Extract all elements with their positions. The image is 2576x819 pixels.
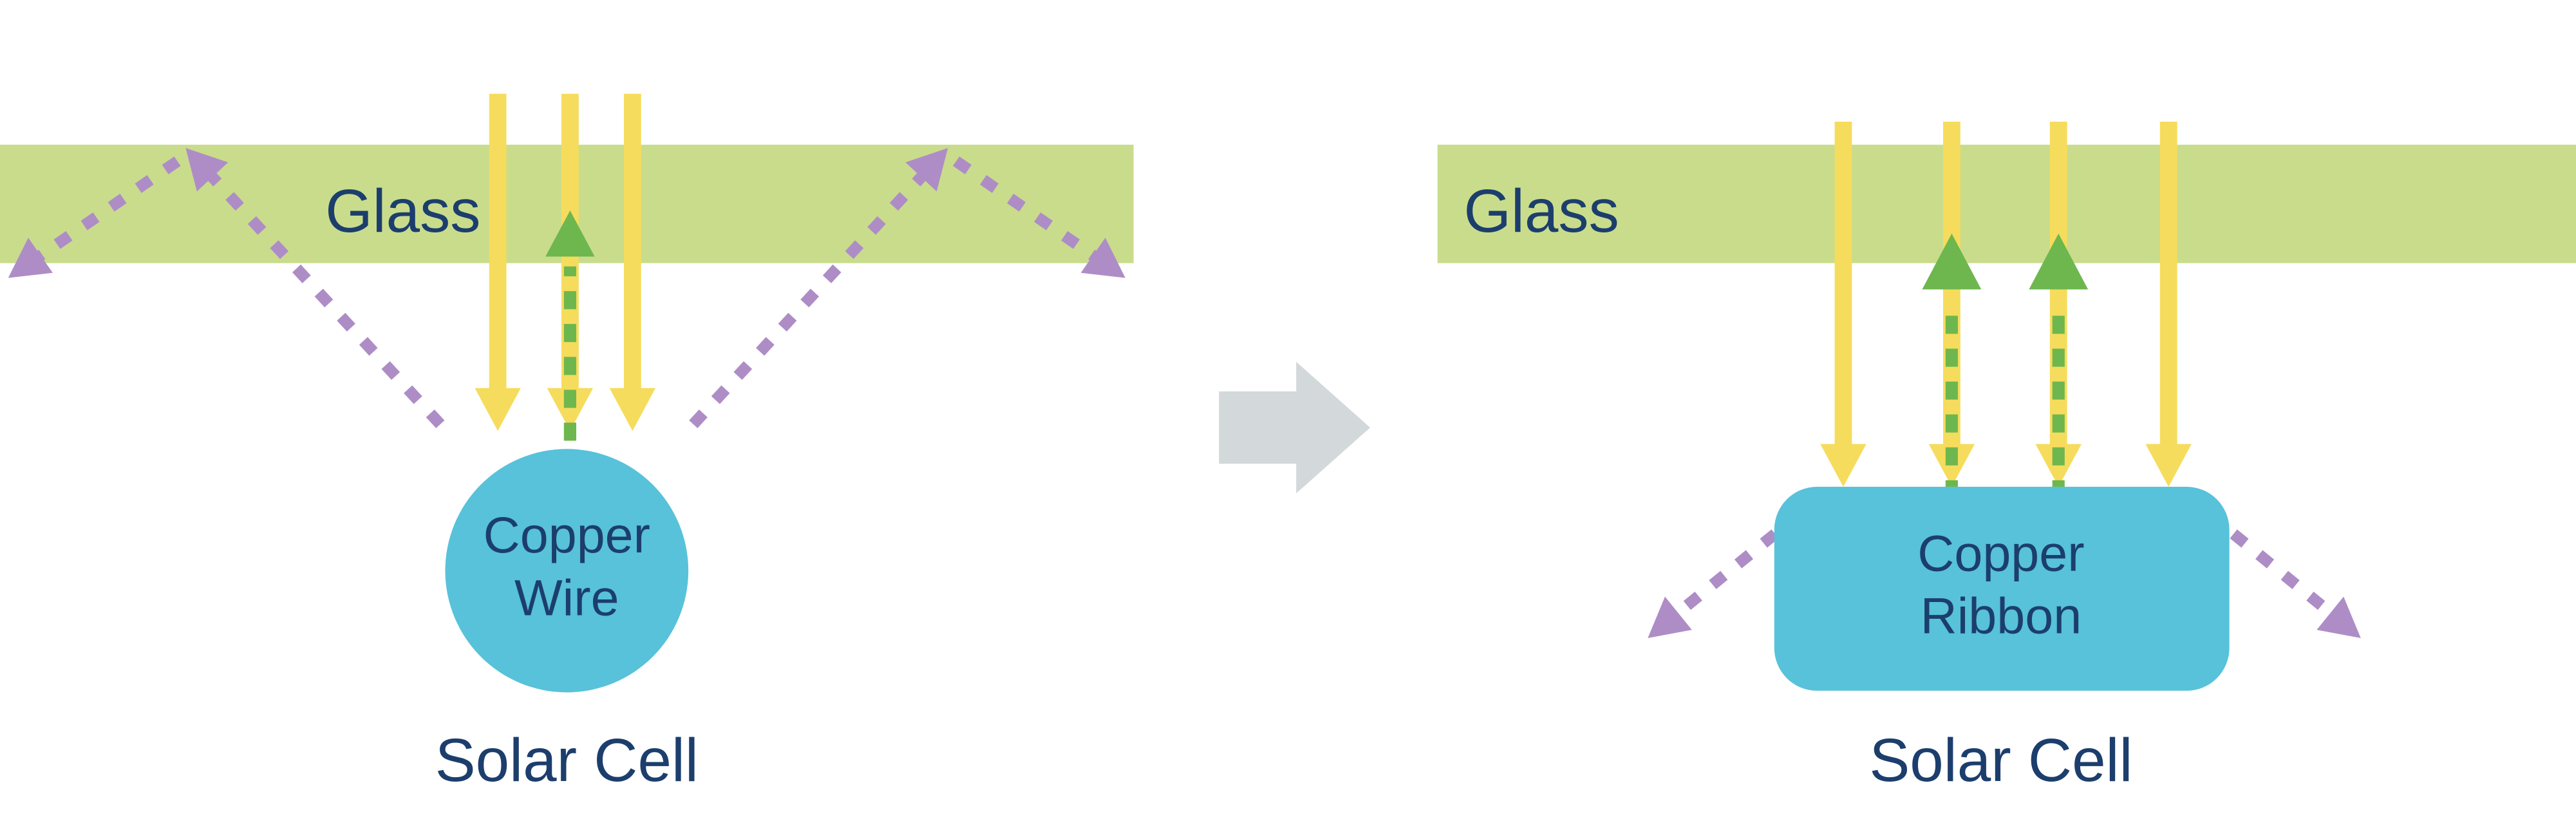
copper-ribbon-label-line2: Ribbon (1921, 587, 2082, 644)
arrow-shaft (199, 164, 445, 429)
copper-wire-label-line2: Wire (514, 569, 619, 626)
copper-wire-shape (445, 449, 689, 693)
scattered-light-path (689, 147, 948, 429)
solar-cell-label: Solar Cell (1869, 726, 2132, 795)
arrow-shaft (689, 164, 934, 429)
arrow-shaft (1665, 508, 1805, 625)
incident-light-arrow (609, 93, 656, 431)
copper-ribbon-shape (1774, 487, 2230, 691)
right-diagram-copper-ribbon: Glass (1437, 122, 2576, 795)
arrow-head (1080, 238, 1125, 278)
scattered-light-path (952, 156, 1125, 278)
reflected-light-arrow (545, 210, 595, 441)
arrow-head (475, 388, 521, 431)
arrow-head (8, 238, 53, 278)
arrow-head (545, 210, 595, 257)
arrow-head (1648, 596, 1692, 639)
left-diagram-copper-wire: Glass (0, 93, 1134, 795)
glass-layer (1437, 144, 2576, 263)
copper-wire-label-line1: Copper (484, 506, 650, 563)
copper-ribbon-label-line1: Copper (1917, 524, 2084, 581)
arrow-head (2029, 233, 2089, 290)
scattered-light-path (8, 156, 181, 278)
arrow-head (1820, 444, 1866, 487)
scattered-light-path (1648, 508, 1805, 639)
reflected-light-arrow (1922, 233, 1982, 498)
transition-arrow-icon (1219, 361, 1371, 494)
arrow-head (2317, 596, 2361, 639)
reflected-light-arrow (2029, 233, 2089, 498)
incident-light-arrow (2145, 122, 2192, 487)
scattered-light-path (185, 147, 445, 429)
incident-light-arrow (1820, 122, 1866, 487)
arrow-head (547, 388, 594, 431)
arrow-head (905, 147, 948, 192)
solar-cell-label: Solar Cell (435, 726, 699, 795)
incident-light-arrow (475, 93, 521, 431)
glass-label: Glass (325, 177, 480, 245)
arrow-shaft (2204, 508, 2344, 625)
arrow-head (609, 388, 656, 431)
glass-label: Glass (1464, 177, 1619, 245)
arrow-head (185, 147, 229, 192)
arrow-head (1922, 233, 1982, 290)
scattered-light-path (2204, 508, 2361, 639)
arrow-head (2145, 444, 2192, 487)
